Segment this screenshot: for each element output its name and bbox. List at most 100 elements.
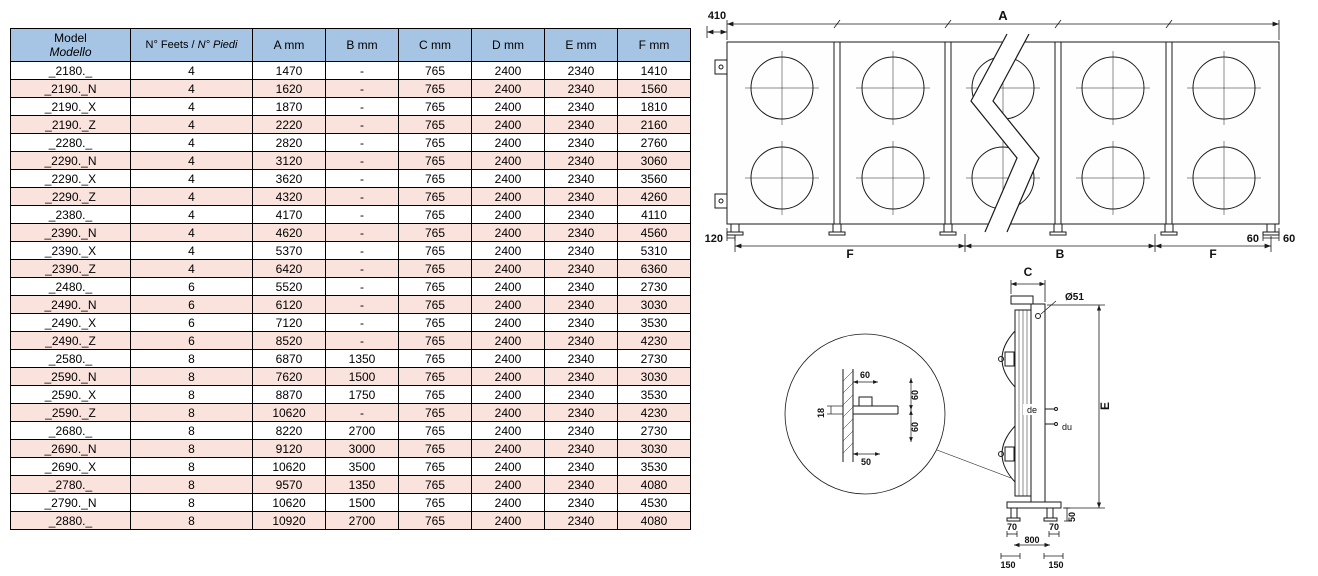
table-cell: 2340 bbox=[544, 493, 618, 512]
table-cell: 765 bbox=[398, 241, 472, 260]
table-cell: 4530 bbox=[617, 493, 691, 512]
table-cell: 2400 bbox=[471, 295, 545, 314]
table-cell: 4110 bbox=[617, 205, 691, 224]
table-cell: 1810 bbox=[617, 97, 691, 116]
detail-dim-18-label: 18 bbox=[816, 408, 826, 418]
table-cell: 765 bbox=[398, 295, 472, 314]
table-cell: 4320 bbox=[252, 187, 326, 206]
detail-dim-60-top-label: 60 bbox=[860, 370, 870, 380]
table-cell: 3030 bbox=[617, 295, 691, 314]
table-cell: 4 bbox=[130, 223, 253, 242]
table-cell: 2400 bbox=[471, 511, 545, 530]
table-cell: _2390._Z bbox=[10, 259, 131, 278]
table-cell: 2400 bbox=[471, 241, 545, 260]
col-header-feet-it: N° Piedi bbox=[197, 39, 238, 51]
table-cell: _2190._X bbox=[10, 97, 131, 116]
table-cell: 2400 bbox=[471, 61, 545, 80]
side-dim-E-label: E bbox=[1098, 402, 1112, 410]
table-cell: 2340 bbox=[544, 277, 618, 296]
front-dim-F-right-label: F bbox=[1209, 247, 1216, 261]
table-cell: 3060 bbox=[617, 151, 691, 170]
table-cell: 2400 bbox=[471, 475, 545, 494]
front-dim-60-right-label: 60 bbox=[1283, 233, 1295, 245]
col-header-C-mm: C mm bbox=[398, 28, 472, 62]
table-cell: 2340 bbox=[544, 151, 618, 170]
col-header-model-en: Model bbox=[54, 31, 87, 45]
table-cell: 765 bbox=[398, 331, 472, 350]
table-cell: 765 bbox=[398, 205, 472, 224]
table-cell: 2400 bbox=[471, 97, 545, 116]
side-dim-70-right-label: 70 bbox=[1049, 522, 1059, 532]
table-cell: 2340 bbox=[544, 403, 618, 422]
side-fan-bottom bbox=[1001, 425, 1016, 483]
table-cell: 3030 bbox=[617, 367, 691, 386]
table-cell: 765 bbox=[398, 349, 472, 368]
table-cell: 2760 bbox=[617, 133, 691, 152]
table-cell: 765 bbox=[398, 511, 472, 530]
table-cell: 6 bbox=[130, 331, 253, 350]
table-cell: 3030 bbox=[617, 439, 691, 458]
table-cell: 8870 bbox=[252, 385, 326, 404]
table-cell: - bbox=[325, 97, 399, 116]
table-cell: 4 bbox=[130, 97, 253, 116]
table-cell: 3530 bbox=[617, 385, 691, 404]
table-cell: _2280._ bbox=[10, 133, 131, 152]
front-dim-A-label: A bbox=[998, 8, 1008, 23]
table-cell: _2290._X bbox=[10, 169, 131, 188]
table-cell: 6360 bbox=[617, 259, 691, 278]
table-cell: - bbox=[325, 403, 399, 422]
table-cell: 765 bbox=[398, 169, 472, 188]
dimensions-table: Model Modello N° Feets / N° Piedi A mm B… bbox=[10, 28, 691, 530]
table-cell: 2340 bbox=[544, 205, 618, 224]
table-cell: 6 bbox=[130, 277, 253, 296]
table-cell: 2400 bbox=[471, 169, 545, 188]
table-cell: 765 bbox=[398, 403, 472, 422]
table-cell: 2340 bbox=[544, 115, 618, 134]
table-cell: 2400 bbox=[471, 421, 545, 440]
table-cell: _2690._X bbox=[10, 457, 131, 476]
col-header-B-mm: B mm bbox=[325, 28, 399, 62]
col-header-model: Model Modello bbox=[10, 28, 131, 62]
table-cell: 1470 bbox=[252, 61, 326, 80]
table-cell: 6420 bbox=[252, 259, 326, 278]
table-cell: 8520 bbox=[252, 331, 326, 350]
table-cell: 2730 bbox=[617, 277, 691, 296]
table-cell: _2690._N bbox=[10, 439, 131, 458]
table-cell: 2340 bbox=[544, 475, 618, 494]
col-header-model-it: Modello bbox=[49, 45, 92, 59]
table-cell: 2400 bbox=[471, 133, 545, 152]
side-dim-150-left-label: 150 bbox=[1000, 560, 1015, 570]
table-cell: 9570 bbox=[252, 475, 326, 494]
table-cell: _2290._N bbox=[10, 151, 131, 170]
table-cell: _2790._N bbox=[10, 493, 131, 512]
table-cell: - bbox=[325, 133, 399, 152]
table-cell: 2400 bbox=[471, 403, 545, 422]
table-cell: 1500 bbox=[325, 367, 399, 386]
table-cell: 2340 bbox=[544, 241, 618, 260]
table-cell: 2340 bbox=[544, 367, 618, 386]
table-cell: _2180._ bbox=[10, 61, 131, 80]
bracket-top-left bbox=[714, 59, 728, 75]
table-cell: - bbox=[325, 223, 399, 242]
table-cell: _2490._X bbox=[10, 313, 131, 332]
table-cell: 10620 bbox=[252, 493, 326, 512]
table-cell: 765 bbox=[398, 493, 472, 512]
table-cell: 2340 bbox=[544, 97, 618, 116]
table-cell: 4230 bbox=[617, 331, 691, 350]
side-dim-C-label: C bbox=[1024, 265, 1033, 279]
front-dim-F-left-label: F bbox=[846, 247, 853, 261]
table-cell: 765 bbox=[398, 133, 472, 152]
table-cell: 10620 bbox=[252, 403, 326, 422]
table-cell: 765 bbox=[398, 187, 472, 206]
side-dim-70-left-label: 70 bbox=[1007, 522, 1017, 532]
table-cell: 1350 bbox=[325, 475, 399, 494]
